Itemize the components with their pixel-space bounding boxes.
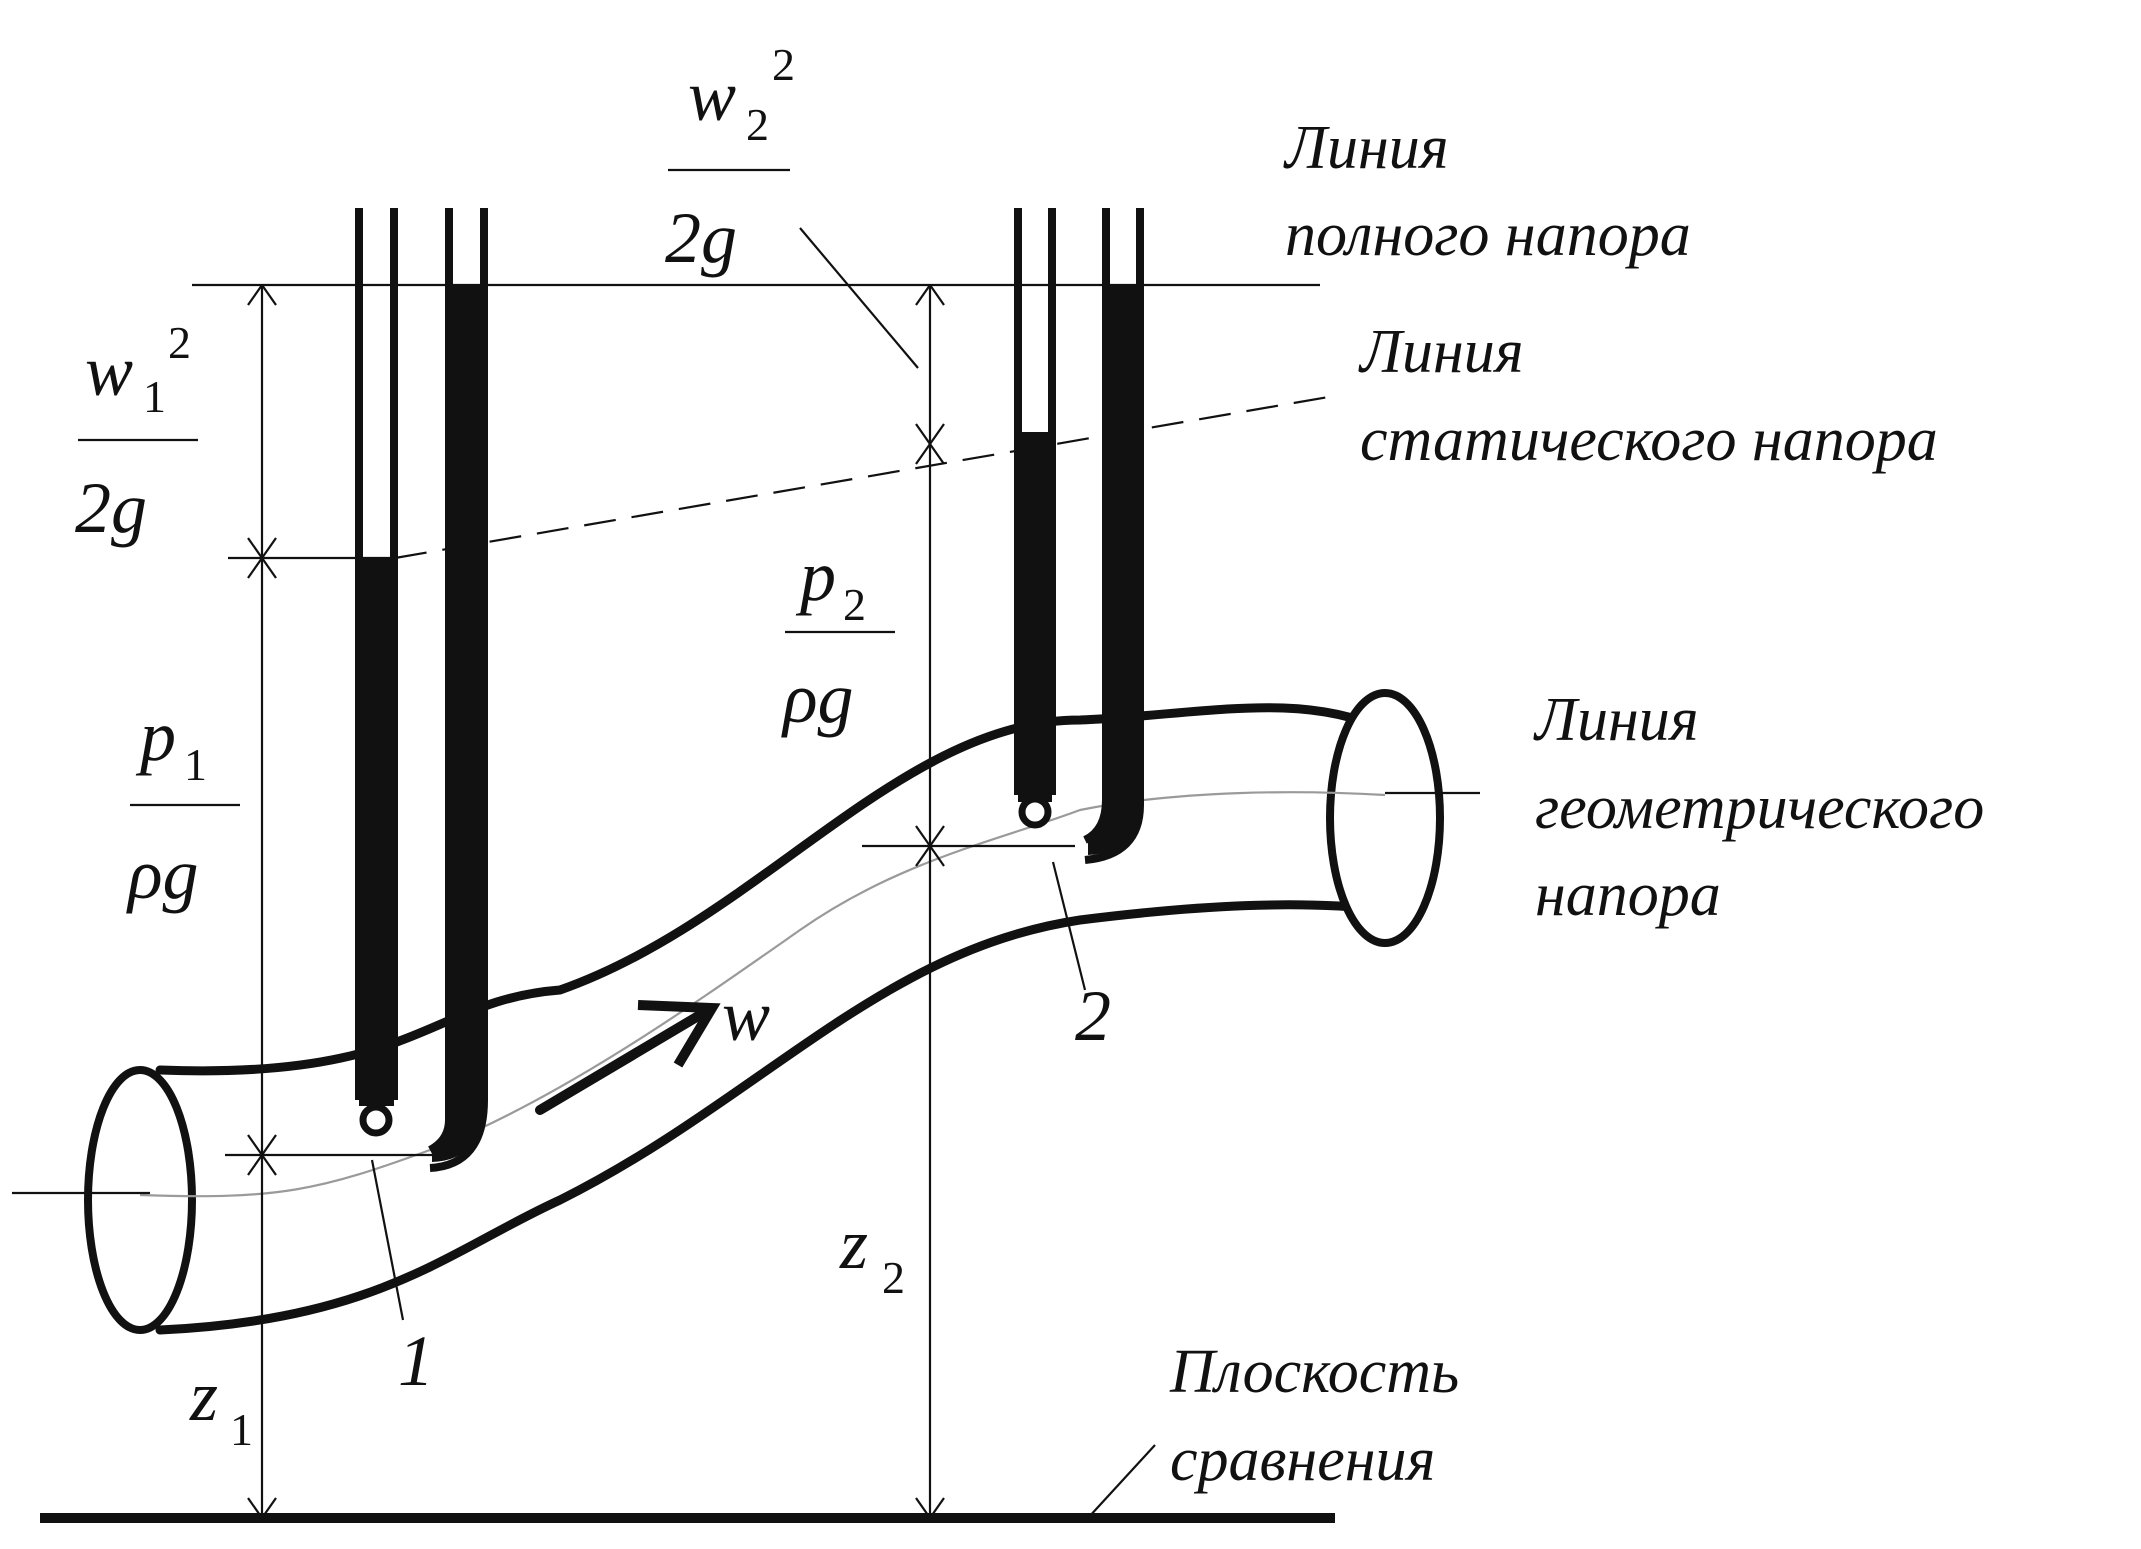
static-head-label: Линия статического напора [1358, 318, 1938, 474]
dimension-line-1 [225, 284, 440, 1519]
section-1-leader [370, 1159, 405, 1321]
w2sq-numerator: w [688, 56, 736, 136]
static-head-label-line-2: статического напора [1360, 406, 1938, 474]
reference-plane-label-line-1: Плоскость [1169, 1338, 1459, 1406]
dimension-line-2 [862, 284, 1075, 1519]
reference-plane-leader [1087, 1444, 1156, 1519]
pipe-outlet-ellipse [1326, 689, 1444, 947]
reference-plane-label: Плоскость сравнения [1169, 1338, 1459, 1494]
z1-symbol: z [189, 1356, 218, 1436]
w2sq-denominator: 2g [665, 198, 737, 278]
geometric-head-label-line-3: напора [1535, 861, 1721, 929]
section-1-number: 1 [398, 1321, 434, 1401]
z2-symbol: z [839, 1204, 868, 1284]
piezometer-1 [355, 208, 398, 1137]
p2-numerator: p [795, 536, 836, 616]
pressure-head-1-label: p 1 ρg [126, 696, 240, 914]
z1-subscript: 1 [230, 1404, 253, 1455]
elevation-2-label: z 2 [839, 1204, 905, 1303]
section-2-number: 2 [1075, 976, 1111, 1056]
pitot-tube-1 [427, 208, 488, 1172]
velocity-head-1-label: w 1 2 2g [75, 317, 198, 548]
pipe [84, 689, 1444, 1335]
velocity-head-2-leader [799, 227, 919, 369]
pitot-tube-2 [1083, 208, 1144, 864]
total-head-label-line-1: Линия [1283, 114, 1449, 182]
p2-denominator: ρg [781, 658, 854, 738]
p1-numerator: p [135, 696, 176, 776]
geometric-head-label-line-1: Линия [1533, 686, 1699, 754]
w1sq-denominator: 2g [75, 468, 147, 548]
geometric-head-label-line-2: геометрического [1535, 774, 1984, 842]
geometric-head-line [139, 791, 1386, 1198]
velocity-head-2-label: w 2 2 2g [665, 39, 795, 278]
w2sq-superscript: 2 [772, 39, 795, 90]
geometric-head-label: Линия геометрического напора [1533, 686, 1984, 929]
w1sq-subscript: 1 [143, 371, 166, 422]
p2-subscript: 2 [843, 579, 866, 630]
velocity-symbol: w [722, 976, 770, 1056]
w1sq-numerator: w [85, 331, 133, 411]
piezometer-2 [1014, 208, 1056, 829]
total-head-label-line-2: полного напора [1285, 201, 1691, 269]
static-head-label-line-1: Линия [1358, 318, 1524, 386]
w1sq-superscript: 2 [168, 317, 191, 368]
static-head-line [394, 393, 1341, 560]
section-2-leader [1051, 861, 1087, 991]
elevation-1-label: z 1 [189, 1356, 253, 1455]
flow-arrow [535, 1000, 721, 1115]
p1-denominator: ρg [126, 834, 199, 914]
z2-subscript: 2 [882, 1252, 905, 1303]
pressure-head-2-label: p 2 ρg [781, 536, 895, 738]
p1-subscript: 1 [184, 739, 207, 790]
reference-plane-label-line-2: сравнения [1170, 1426, 1435, 1494]
pipe-inlet-ellipse [84, 1066, 196, 1334]
total-head-label: Линия полного напора [1283, 114, 1691, 269]
w2sq-subscript: 2 [746, 99, 769, 150]
